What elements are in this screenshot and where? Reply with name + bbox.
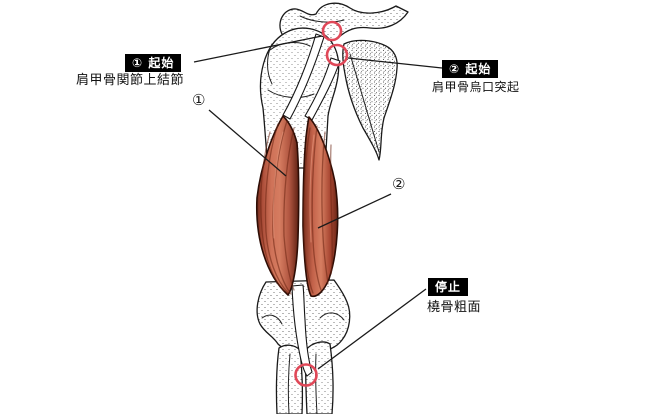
leader-line-marker2 [317, 193, 392, 229]
biceps-long-head-muscle [255, 115, 300, 296]
origin2-marker-circle [325, 43, 349, 67]
elbow-bones [256, 279, 351, 352]
radius-bone [275, 344, 304, 414]
insertion-marker-circle [294, 363, 318, 387]
leader-line-insertion [317, 288, 427, 370]
muscle1-number-marker: ① [192, 91, 206, 109]
leader-line-marker1 [208, 109, 287, 177]
leader-line-origin1 [193, 35, 323, 63]
insertion-label-tag: 停止 [428, 278, 469, 296]
muscle2-number-marker: ② [392, 175, 406, 193]
origin2-label-tag: ② 起始 [442, 60, 499, 78]
long-head-tendon [282, 33, 325, 120]
origin1-marker-circle [321, 20, 343, 42]
distal-biceps-tendon [291, 284, 313, 377]
origin2-label-target: 肩甲骨烏口突起 [432, 80, 520, 94]
clavicle-acromion-bone [279, 2, 409, 48]
scapula-bone [342, 39, 398, 161]
biceps-short-head-muscle [302, 116, 339, 298]
origin1-label-tag: ① 起始 [125, 54, 182, 72]
insertion-label-target: 橈骨粗面 [427, 300, 482, 315]
ulna-bone [304, 341, 334, 414]
leader-line-origin2 [347, 57, 443, 69]
origin1-label-target: 肩甲骨関節上結節 [76, 73, 185, 88]
